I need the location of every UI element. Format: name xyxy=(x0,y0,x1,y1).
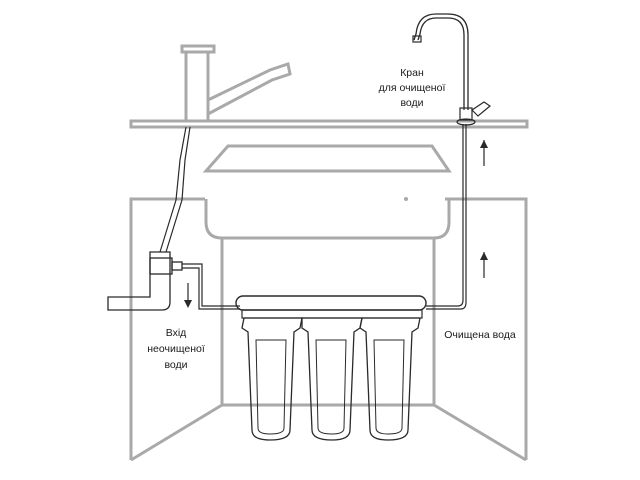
cabinet-floor-left xyxy=(130,403,223,462)
supply-hose-outer xyxy=(159,126,187,253)
faucet-tip xyxy=(412,35,422,43)
t-adapter-valve xyxy=(171,261,183,271)
mixer-tap-spout xyxy=(207,62,292,116)
feed-tube-to-filter-2 xyxy=(182,267,240,310)
cabinet-left-wall xyxy=(129,197,205,460)
cabinet-right-wall xyxy=(445,197,528,460)
countertop xyxy=(129,119,529,129)
inlet-label-line2: неочищеної xyxy=(147,343,205,355)
filter-head-plate xyxy=(241,309,423,319)
faucet-label: Кран для очищеної води xyxy=(379,67,446,109)
feed-tube-to-filter xyxy=(182,263,240,307)
supply-hose-inner xyxy=(165,126,191,253)
filtered-water-faucet xyxy=(412,13,492,126)
inlet-pipe-outline xyxy=(107,251,171,311)
inlet-label-line3: води xyxy=(164,359,187,371)
faucet-label-line2: для очищеної xyxy=(379,82,446,94)
filter-bracket xyxy=(235,295,427,311)
filter-system xyxy=(235,295,427,441)
sink xyxy=(202,144,452,240)
sink-drain-dot xyxy=(404,197,408,201)
arrow-down-icon xyxy=(184,283,192,308)
supply-hose xyxy=(159,126,191,253)
inlet-pipe xyxy=(107,251,240,311)
faucet-spout xyxy=(417,17,465,110)
inlet-label-line1: Вхід xyxy=(166,327,187,339)
faucet-label-line1: Кран xyxy=(400,67,424,79)
sink-rim xyxy=(202,144,452,173)
faucet-lever xyxy=(471,101,492,117)
outlet-label: Очищена вода xyxy=(444,329,516,341)
mixer-tap-body xyxy=(180,44,216,121)
arrow-up-icon xyxy=(480,140,488,166)
inlet-label: Вхід неочищеної води xyxy=(147,327,205,371)
t-adapter xyxy=(149,257,173,275)
faucet-label-line3: води xyxy=(400,97,423,109)
faucet-collar xyxy=(456,118,476,126)
clean-tube-inner xyxy=(426,124,467,310)
filter-housing-2 xyxy=(301,317,363,441)
faucet-base xyxy=(459,107,473,121)
clean-water-tube xyxy=(426,124,467,310)
clean-tube-outer xyxy=(426,124,464,307)
faucet-spout-inner xyxy=(413,13,469,110)
mixer-tap xyxy=(180,44,292,121)
arrow-up-icon xyxy=(480,252,488,278)
cabinet-floor-right xyxy=(433,403,527,462)
filter-housing-3 xyxy=(359,317,421,441)
sink-bowl xyxy=(204,199,451,240)
filter-housing-1 xyxy=(241,317,303,441)
